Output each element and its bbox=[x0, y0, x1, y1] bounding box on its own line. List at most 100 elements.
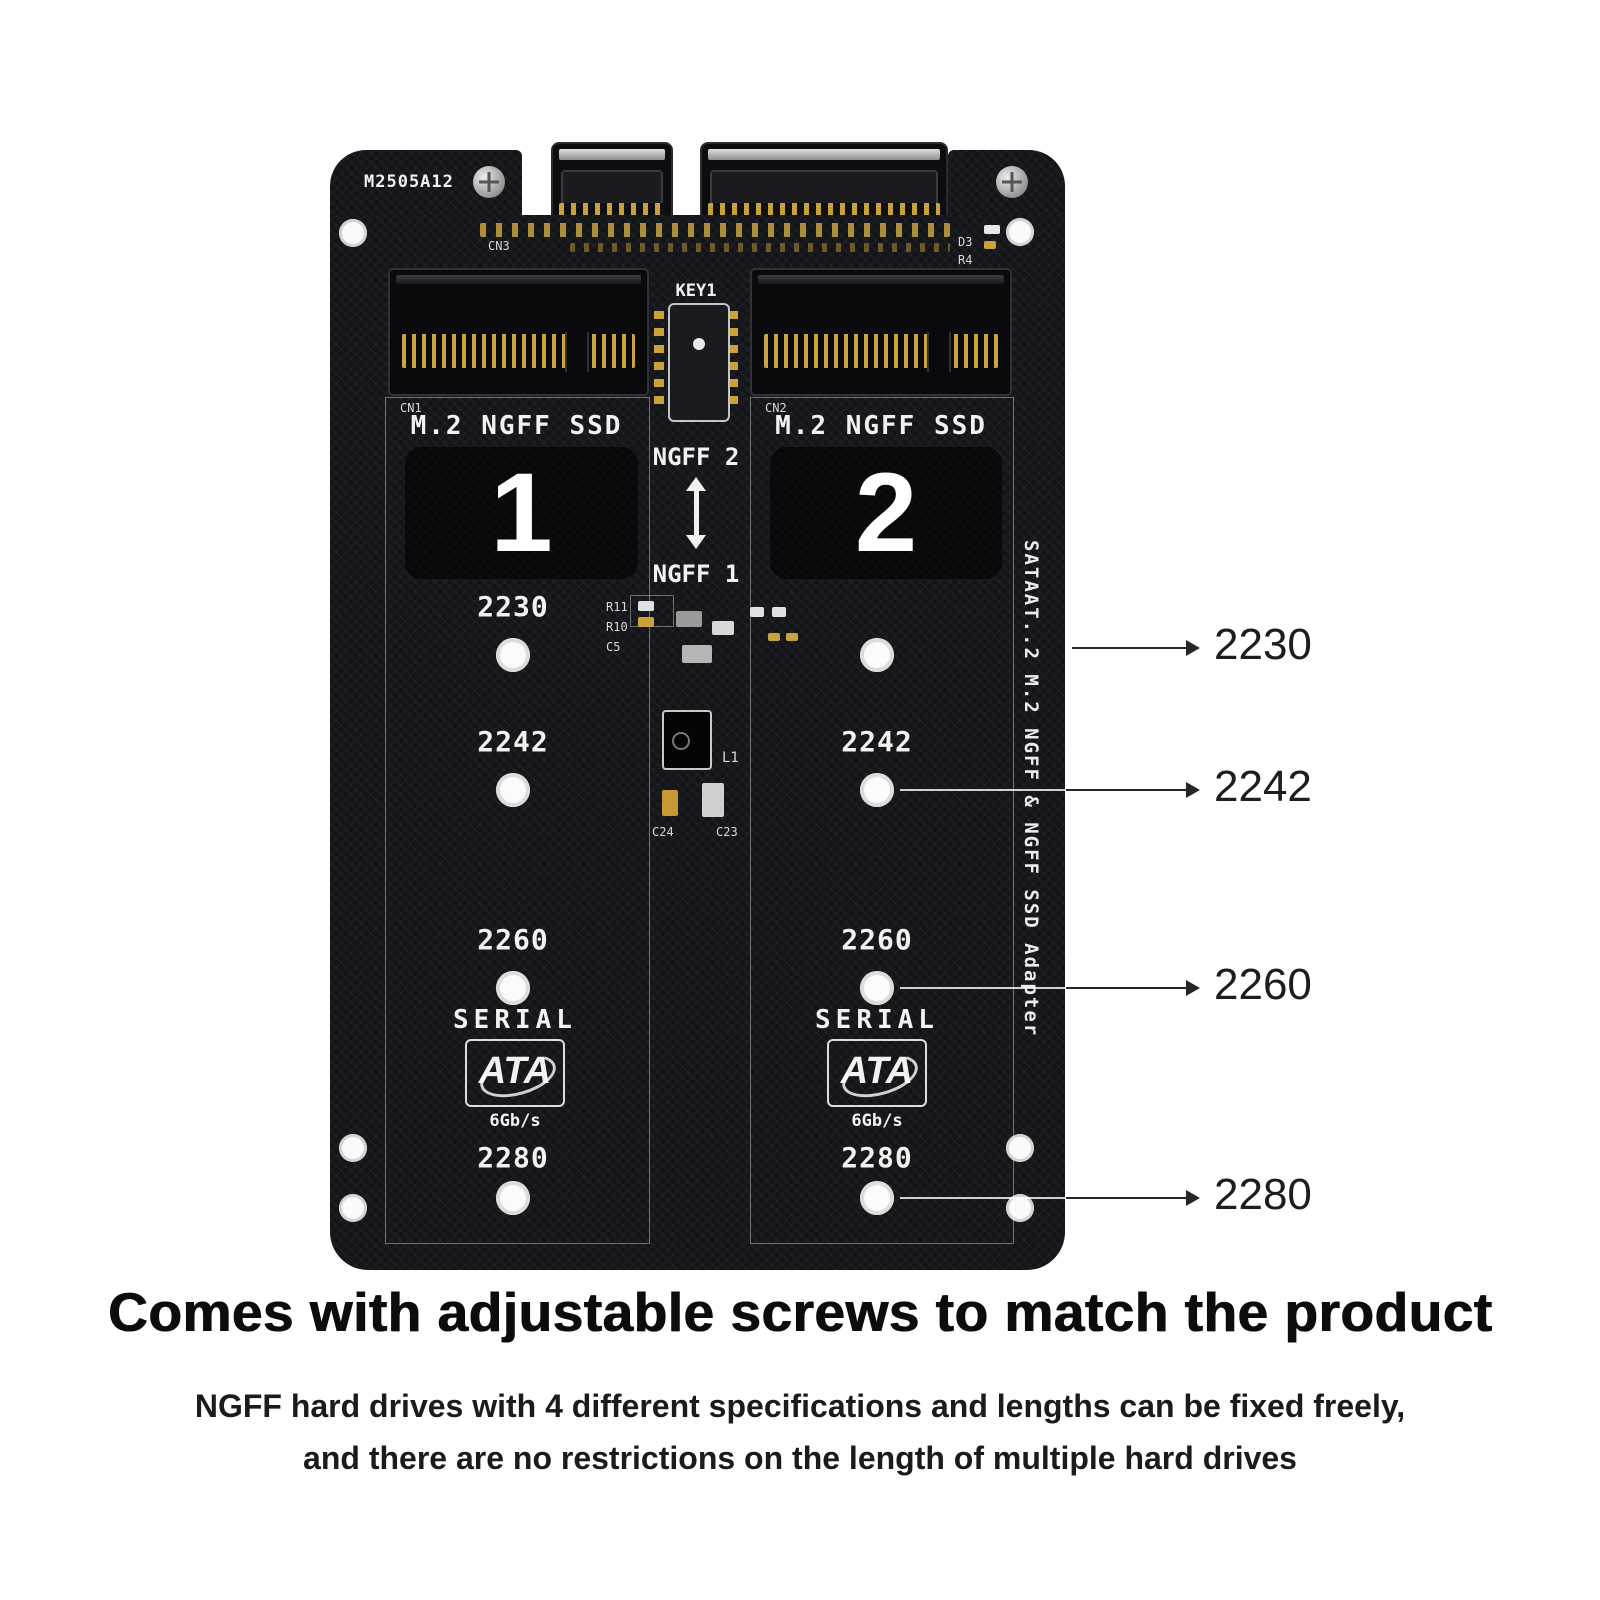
callout-label-2260: 2260 bbox=[1214, 960, 1312, 1009]
standoff-hole-2260-left bbox=[496, 971, 530, 1005]
connector-metal-edge bbox=[708, 149, 940, 160]
l1-label: L1 bbox=[722, 750, 739, 766]
connector-metal-edge bbox=[559, 149, 665, 160]
mount-hole bbox=[1006, 218, 1034, 246]
callout-line-2230 bbox=[1072, 647, 1188, 649]
arrow-line bbox=[694, 489, 699, 537]
m2-socket-2 bbox=[750, 268, 1012, 396]
cn1-label: CN1 bbox=[400, 401, 422, 415]
callout-line-2280 bbox=[1066, 1197, 1188, 1199]
speed-text: 6Gb/s bbox=[489, 1111, 541, 1131]
standoff-hole-2280-right bbox=[860, 1181, 894, 1215]
cn3-label: CN3 bbox=[488, 239, 510, 253]
serial-ata-logo-right: SERIAL ATA 6Gb/s bbox=[807, 1005, 947, 1131]
c5-label: C5 bbox=[606, 640, 621, 654]
solder-pad-row bbox=[480, 223, 950, 237]
mount-hole bbox=[339, 219, 367, 247]
caption-heading: Comes with adjustable screws to match th… bbox=[107, 1281, 1493, 1343]
smd-component bbox=[682, 645, 712, 663]
solder-pad-row-2 bbox=[570, 243, 950, 252]
socket-gold-fingers bbox=[402, 334, 635, 369]
key1-label: KEY1 bbox=[675, 281, 717, 301]
m2-socket-1 bbox=[388, 268, 649, 396]
callout-arrow-icon bbox=[1186, 1190, 1200, 1206]
slot2-type-label: M.2 NGFF SSD bbox=[775, 411, 987, 441]
module-frame-right bbox=[750, 397, 1014, 1244]
socket-key-notch bbox=[564, 332, 589, 372]
pcb-top-left-tab: M2505A12 bbox=[330, 150, 522, 222]
led-component bbox=[984, 225, 1000, 234]
l1-inductor bbox=[662, 710, 712, 770]
standoff-hole-2242-right bbox=[860, 773, 894, 807]
callout-label-2230: 2230 bbox=[1214, 620, 1312, 669]
socket-lip bbox=[758, 275, 1004, 284]
ata-badge: ATA bbox=[827, 1039, 927, 1107]
r11-label: R11 bbox=[606, 600, 628, 614]
capacitor-component bbox=[702, 783, 724, 817]
callout-arrow-icon bbox=[1186, 980, 1200, 996]
size-2260-left: 2260 bbox=[477, 923, 549, 956]
d3-label: D3 bbox=[958, 235, 973, 249]
size-2230-left: 2230 bbox=[477, 590, 549, 623]
callout-label-2242: 2242 bbox=[1214, 762, 1312, 811]
standoff-hole-2242-left bbox=[496, 773, 530, 807]
serial-ata-logo-left: SERIAL ATA 6Gb/s bbox=[445, 1005, 585, 1131]
ngff1-label: NGFF 1 bbox=[652, 560, 740, 588]
screw-top-right bbox=[996, 166, 1028, 198]
smd-component bbox=[768, 633, 780, 641]
smd-component bbox=[638, 617, 654, 627]
standoff-hole-2230-left bbox=[496, 638, 530, 672]
resistor-component bbox=[984, 241, 996, 249]
standoff-hole-2260-right bbox=[860, 971, 894, 1005]
key1-pins-right bbox=[728, 311, 738, 411]
r10-label: R10 bbox=[606, 620, 628, 634]
arrow-up-icon bbox=[686, 477, 706, 491]
switch-dot bbox=[693, 338, 705, 351]
capacitor-component bbox=[662, 790, 678, 816]
pcb-top-right-tab bbox=[948, 150, 1065, 222]
speed-text: 6Gb/s bbox=[851, 1111, 903, 1131]
socket-key-notch bbox=[927, 332, 952, 372]
board-edge-title: SATAAT..2 M.2 NGFF & NGFF SSD Adapter bbox=[1020, 540, 1042, 1038]
size-2242-right: 2242 bbox=[841, 725, 913, 758]
serial-text: SERIAL bbox=[453, 1005, 577, 1035]
callout-line-2260 bbox=[1066, 987, 1188, 989]
caption-line-2: and there are no restrictions on the len… bbox=[303, 1440, 1297, 1476]
sata-power-connector bbox=[700, 142, 948, 226]
slot1-number: 1 bbox=[490, 450, 553, 575]
smd-component bbox=[750, 607, 764, 617]
board-model-label: M2505A12 bbox=[364, 172, 454, 192]
c23-label: C23 bbox=[716, 825, 738, 839]
size-2280-left: 2280 bbox=[477, 1141, 549, 1174]
cn2-label: CN2 bbox=[765, 401, 787, 415]
size-2242-left: 2242 bbox=[477, 725, 549, 758]
mount-hole bbox=[339, 1194, 367, 1222]
standoff-hole-2280-left bbox=[496, 1181, 530, 1215]
callout-line-2242-onboard bbox=[900, 789, 1066, 791]
callout-line-2242 bbox=[1066, 789, 1188, 791]
key1-pins-left bbox=[654, 311, 664, 411]
caption-line-1: NGFF hard drives with 4 different specif… bbox=[194, 1388, 1406, 1424]
size-2280-right: 2280 bbox=[841, 1141, 913, 1174]
callout-arrow-icon bbox=[1186, 640, 1200, 656]
standoff-hole-2230-right bbox=[860, 638, 894, 672]
callout-line-2280-onboard bbox=[900, 1197, 1066, 1199]
socket-gold-fingers bbox=[764, 334, 998, 369]
smd-component bbox=[772, 607, 786, 617]
mount-hole bbox=[1006, 1134, 1034, 1162]
sata-data-connector bbox=[551, 142, 673, 226]
r4-label: R4 bbox=[958, 253, 973, 267]
inductor-mark bbox=[672, 732, 690, 750]
ata-text: ATA bbox=[478, 1050, 552, 1092]
slot1-number-panel: 1 bbox=[405, 447, 638, 579]
slot1-type-label: M.2 NGFF SSD bbox=[410, 411, 623, 441]
c24-label: C24 bbox=[652, 825, 674, 839]
key1-switch bbox=[668, 303, 730, 422]
serial-text: SERIAL bbox=[815, 1005, 939, 1035]
ata-text: ATA bbox=[840, 1050, 914, 1092]
smd-component bbox=[676, 611, 702, 627]
screw-top-left bbox=[473, 166, 505, 198]
callout-line-2260-onboard bbox=[900, 987, 1066, 989]
mount-hole bbox=[339, 1134, 367, 1162]
